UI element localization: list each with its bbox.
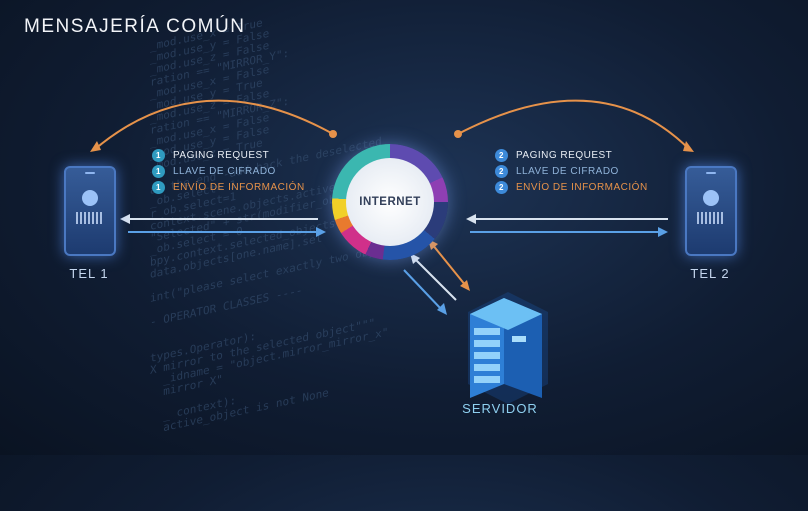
step-left-3: 1 ENVÍO DE INFORMACIÓN [152, 179, 305, 195]
step-left-2: 1 LLAVE DE CIFRADO [152, 163, 305, 179]
step-number-badge: 1 [152, 164, 165, 178]
server-label: SERVIDOR [462, 401, 538, 416]
right-arrow-blue-head [658, 227, 668, 237]
step-number-badge: 2 [495, 148, 508, 162]
steps-left: 1 PAGING REQUEST 1 LLAVE DE CIFRADO 1 EN… [152, 147, 305, 195]
page-title: MENSAJERÍA COMÚN [24, 16, 246, 37]
phone-right-icon [685, 166, 737, 256]
arc-right-dot [454, 130, 462, 138]
right-arrow-white-head [466, 214, 476, 224]
server-arrow-white [413, 257, 457, 301]
phone-left-icon [64, 166, 116, 256]
server-arrow-orange-head-b [460, 280, 470, 291]
step-number-badge: 1 [152, 148, 165, 162]
step-number-badge: 2 [495, 180, 508, 194]
step-left-1: 1 PAGING REQUEST [152, 147, 305, 163]
arc-right [457, 99, 691, 151]
step-number-badge: 1 [152, 180, 165, 194]
arc-left [93, 99, 334, 151]
internet-node: INTERNET [346, 158, 434, 246]
server-arrow-blue-head [437, 303, 447, 315]
arc-left-arrowhead [90, 141, 101, 152]
step-right-2: 2 LLAVE DE CIFRADO [495, 163, 648, 179]
step-right-3: 2 ENVÍO DE INFORMACIÓN [495, 179, 648, 195]
arc-left-dot [329, 130, 337, 138]
left-arrow-white-head [120, 214, 130, 224]
phone-left-label: TEL 1 [69, 266, 109, 281]
server-icon [468, 292, 548, 404]
step-number-badge: 2 [495, 164, 508, 178]
phone-right-label: TEL 2 [690, 266, 730, 281]
left-arrow-blue-head [316, 227, 326, 237]
connection-lines [90, 99, 694, 404]
steps-right: 2 PAGING REQUEST 2 LLAVE DE CIFRADO 2 EN… [495, 147, 648, 195]
server-arrow-blue [403, 269, 443, 311]
arc-right-arrowhead [683, 141, 694, 152]
step-right-1: 2 PAGING REQUEST [495, 147, 648, 163]
internet-label: INTERNET [359, 196, 421, 208]
server-arrow-orange [431, 243, 467, 287]
server-arrow-white-head [410, 253, 420, 264]
